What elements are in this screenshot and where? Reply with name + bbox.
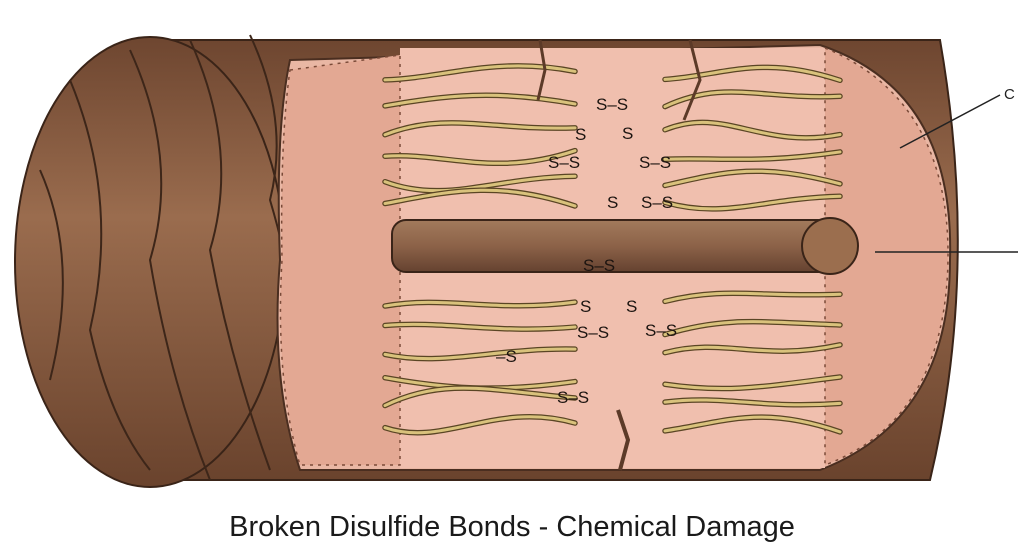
keratin-fiber [383,347,577,361]
bond-label: S–S [583,256,615,275]
bond-label: S–S [577,323,609,342]
keratin-fiber [383,93,577,108]
keratin-fiber [663,90,842,109]
keratin-fiber [663,120,842,140]
callout-line-c [899,94,1001,149]
bond-label-broken: S [622,124,633,143]
bond-label-broken: S [575,125,586,144]
keratin-fiber [663,194,842,211]
keratin-fiber [663,343,842,355]
crack-top [536,39,702,121]
keratin-fiber [383,64,577,82]
keratin-fiber [663,65,842,82]
cortex-speckle-left [279,54,401,466]
keratin-fiber [383,322,577,331]
keratin-fibers [382,63,843,436]
keratin-fiber [663,169,842,187]
keratin-fiber [383,386,577,408]
bond-label-broken: S [580,297,591,316]
keratin-fiber [663,320,842,337]
diagram-title: Broken Disulfide Bonds - Chemical Damage [229,511,795,543]
bond-label: S–S [548,153,580,172]
keratin-fiber [383,121,577,137]
keratin-fiber [383,188,577,208]
disulfide-bond-labels: S–S S S S–S S–S S S–S S–S S S S–S S–S –S… [496,95,677,407]
bond-label-broken: –S [496,347,517,366]
bond-label: S–S [596,95,628,114]
keratin-fiber [383,300,577,308]
keratin-fiber [663,150,842,161]
bond-label: S–S [639,153,671,172]
bond-label: S–S [645,321,677,340]
keratin-fiber [383,415,577,435]
callout-label-c: C [1004,86,1015,103]
keratin-fiber [663,375,842,391]
hair-strand-illustration: S–S S S S–S S–S S S–S S–S S S S–S S–S –S… [14,34,1018,488]
keratin-fiber [663,415,842,434]
medulla-end [801,217,859,275]
cuticle-scales [39,34,311,481]
keratin-fiber [383,149,577,165]
crack-bottom [616,409,631,471]
bond-label: S–S [641,193,673,212]
keratin-fiber [663,398,842,407]
bond-label-broken: S [626,297,637,316]
bond-label: S–S [557,388,589,407]
keratin-fiber [663,291,842,303]
cortex-speckle-right [824,46,949,467]
bond-label-broken: S [607,193,618,212]
